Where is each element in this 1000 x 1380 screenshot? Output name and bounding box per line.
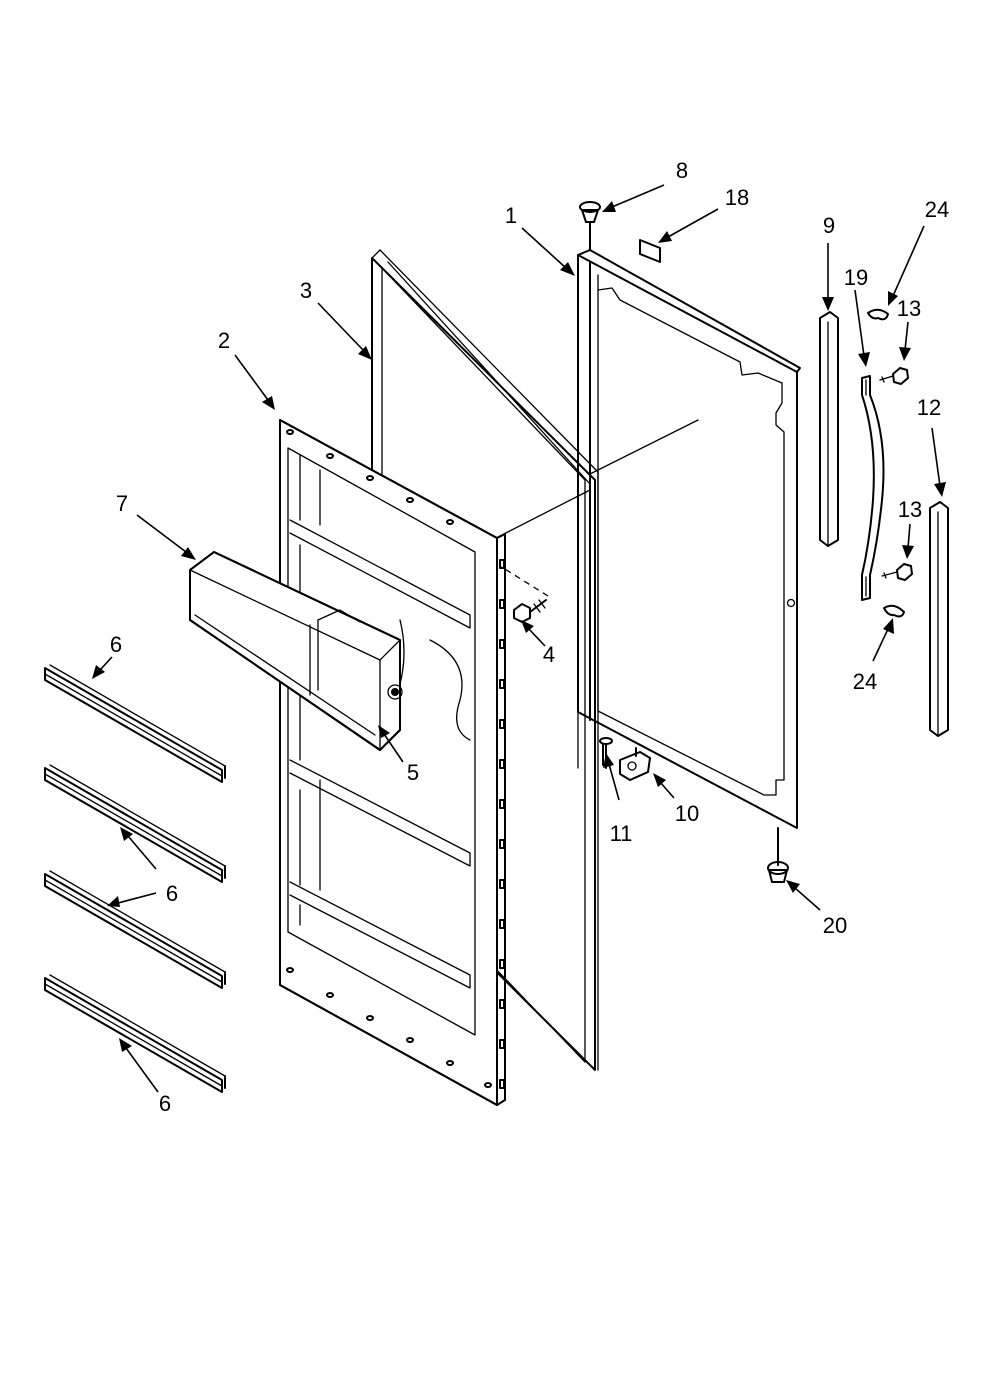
- callout-label-20: 20: [823, 913, 847, 938]
- callout-label-13-bottom: 13: [898, 497, 922, 522]
- arrow-9: [822, 243, 834, 311]
- hinge-bracket-part-10: [619, 747, 651, 781]
- arrow-13b: [902, 523, 914, 559]
- callout-label-18: 18: [725, 185, 749, 210]
- bushing-part-20: [767, 827, 789, 883]
- callout-label-3: 3: [300, 278, 312, 303]
- trim-strip-2: [44, 764, 226, 883]
- handle-trim-part-9: [819, 311, 839, 547]
- callout-label-24-bottom: 24: [853, 669, 877, 694]
- arrow-10: [653, 773, 675, 799]
- callout-label-8: 8: [676, 158, 688, 183]
- arrow-3: [317, 302, 372, 360]
- plug-part-18: [639, 239, 661, 263]
- callout-arrows: [92, 184, 946, 1093]
- inner-door-liner: [279, 419, 506, 1106]
- callout-label-11: 11: [610, 821, 633, 846]
- arrow-6b: [120, 827, 157, 870]
- outer-door-panel: [497, 249, 801, 829]
- callout-label-13-top: 13: [897, 296, 921, 321]
- handle-trim-part-12: [929, 501, 949, 737]
- trim-strip-4: [44, 974, 226, 1093]
- arrow-6d: [119, 1038, 159, 1093]
- arrow-5: [378, 725, 404, 763]
- arrow-19: [854, 289, 870, 367]
- arrow-8: [602, 184, 665, 212]
- screws-part-13: [879, 367, 913, 581]
- clips-part-24: [867, 308, 905, 618]
- callout-label-5: 5: [407, 760, 419, 785]
- trim-strip-3: [44, 870, 226, 989]
- callout-label-1: 1: [505, 203, 517, 228]
- screw-13-top: [879, 367, 909, 385]
- door-shelf-trim-strips: [44, 664, 226, 1093]
- callout-label-24-top: 24: [925, 197, 949, 222]
- trim-strip-1: [44, 664, 226, 783]
- screw-part-4: [513, 599, 547, 623]
- arrow-20: [786, 880, 821, 911]
- hinge-bushing-part-8: [579, 201, 601, 251]
- door-handle-part-19: [861, 375, 885, 601]
- arrow-2: [234, 354, 275, 410]
- callout-label-7: 7: [116, 491, 128, 516]
- arrow-18: [658, 208, 719, 243]
- callout-labels: 1 2 3 4 5 6 6 6 7 8 9 10 11 12 13 13 18 …: [110, 158, 949, 1116]
- screw-13-bottom: [881, 563, 913, 581]
- arrow-24b: [872, 618, 894, 662]
- arrow-11: [603, 753, 620, 801]
- arrow-12: [931, 427, 946, 497]
- callout-label-6-bottom: 6: [159, 1091, 171, 1116]
- arrow-6a: [92, 656, 113, 679]
- arrow-4: [521, 620, 546, 647]
- callout-label-6-middle: 6: [166, 881, 178, 906]
- callout-label-9: 9: [823, 213, 835, 238]
- callout-label-10: 10: [675, 801, 699, 826]
- callout-label-19: 19: [844, 265, 868, 290]
- arrow-1: [521, 227, 575, 276]
- callout-label-4: 4: [543, 642, 555, 667]
- dairy-compartment: [189, 551, 403, 751]
- callout-label-6-top: 6: [110, 632, 122, 657]
- arrow-6c: [107, 892, 157, 907]
- arrow-13a: [899, 321, 911, 361]
- callout-label-2: 2: [218, 328, 230, 353]
- arrow-7: [136, 514, 196, 560]
- callout-label-12: 12: [917, 395, 941, 420]
- arrow-24a: [888, 225, 925, 306]
